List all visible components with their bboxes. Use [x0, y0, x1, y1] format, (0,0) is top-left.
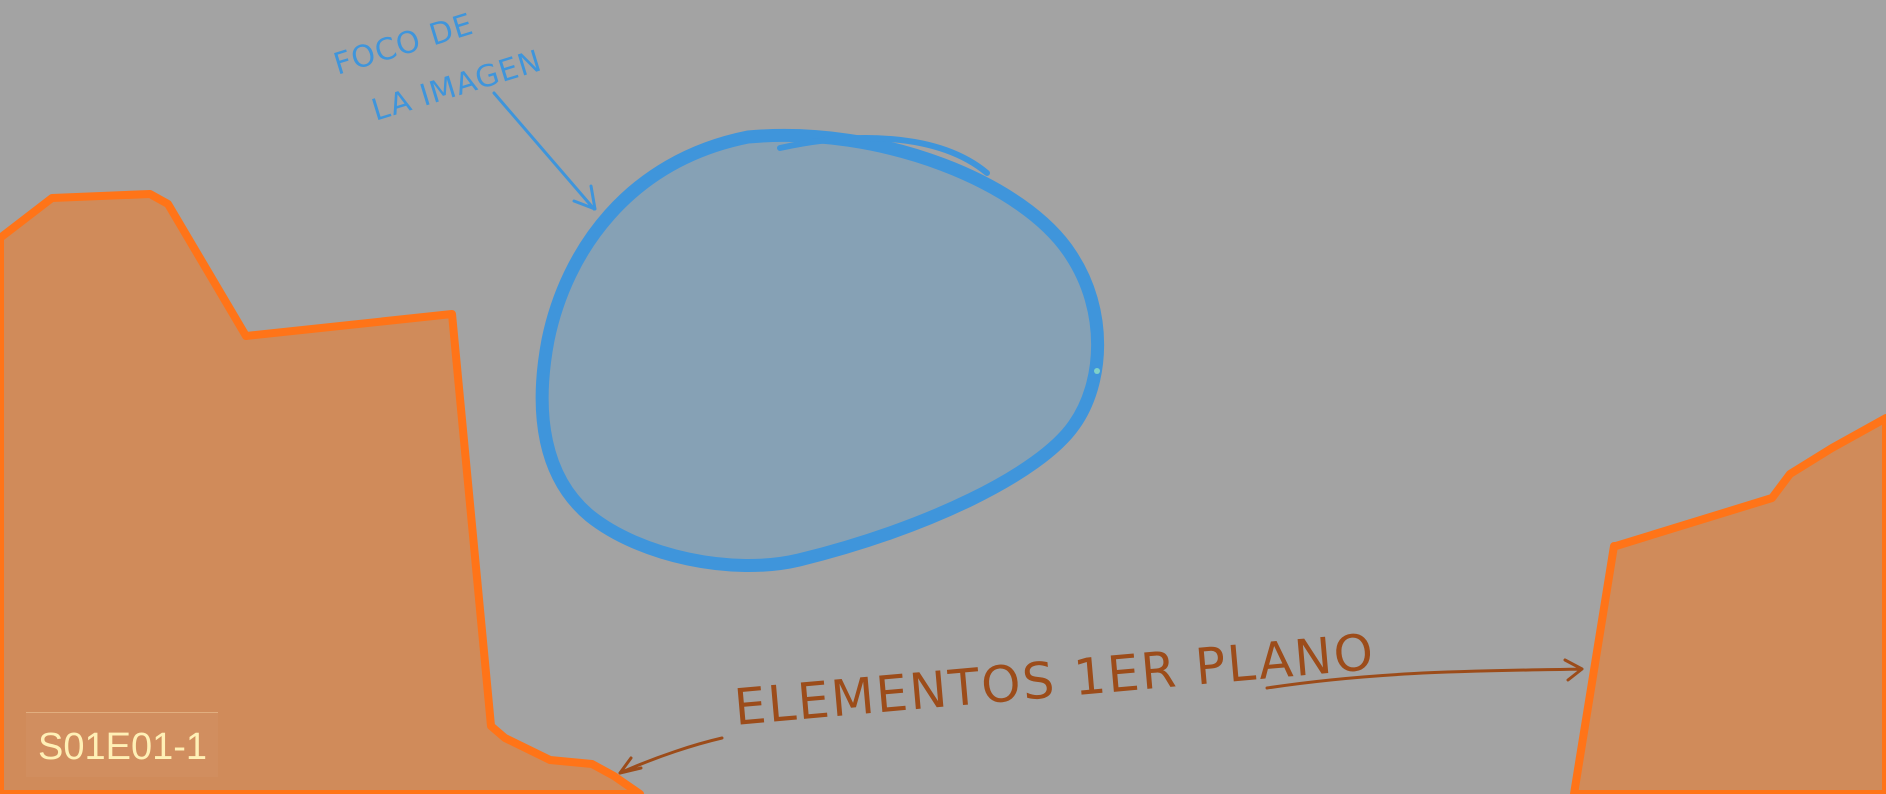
- left-foreground-cliff: [0, 190, 644, 794]
- scene-code: S01E01-1: [38, 726, 208, 768]
- foreground-arrow-right: [1265, 658, 1584, 690]
- focus-ellipse: [535, 128, 1105, 572]
- brush-speck: [1094, 368, 1100, 374]
- scene-badge: S01E01-1: [26, 712, 218, 777]
- foreground-arrow-left: [618, 736, 724, 775]
- focus-outline-swoosh: [777, 135, 990, 176]
- right-foreground-cliff: [1570, 414, 1886, 794]
- focus-arrow: [492, 91, 597, 211]
